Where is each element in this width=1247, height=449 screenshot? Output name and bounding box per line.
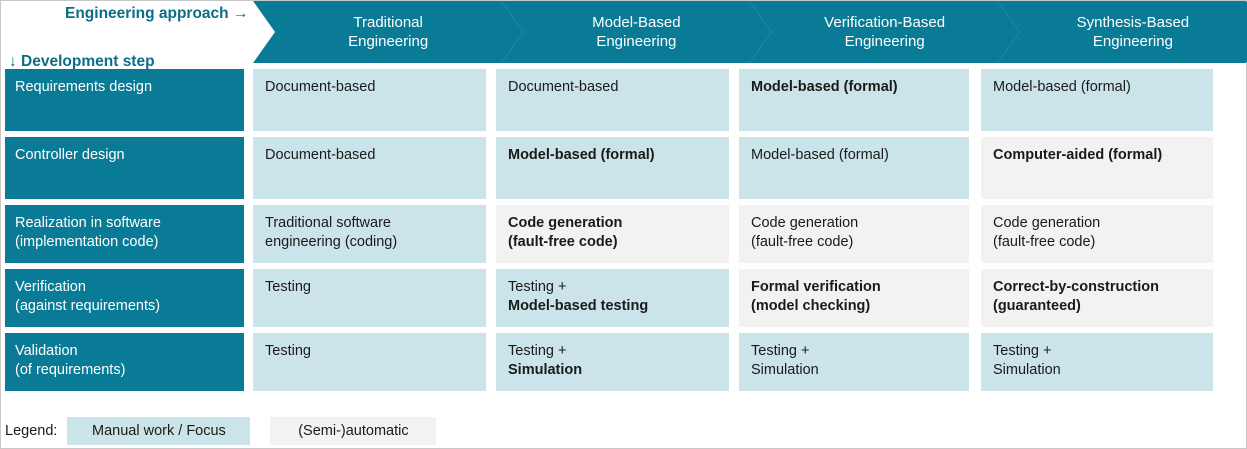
matrix-row: Verification (against requirements) Testin… xyxy=(1,269,1246,327)
matrix-cell: Testing + Simulation xyxy=(739,333,969,391)
matrix-cell-line1: Testing + xyxy=(508,343,567,359)
development-step-label-line1: Requirements design xyxy=(15,79,153,95)
matrix-cell-line2: engineering (coding) xyxy=(265,234,398,251)
matrix-row: Requirements design Document-based Documen… xyxy=(1,69,1246,131)
matrix-cell: Traditional software engineering (coding) xyxy=(253,205,486,263)
development-step-label: Verification (against requirements) xyxy=(5,269,244,327)
matrix-cell-line1: Computer-aided (formal) xyxy=(993,147,1163,163)
matrix-cell: Model-based (formal) xyxy=(496,137,729,199)
development-step-label-line2: (against requirements) xyxy=(15,297,161,314)
matrix-header: Engineering approach → ↓ Development ste… xyxy=(1,1,1246,70)
matrix-cell-line1: Testing xyxy=(265,343,311,359)
matrix-cell-line2: (fault-free code) xyxy=(993,234,1096,251)
engineering-approach-axis-label: Engineering approach → xyxy=(65,5,249,22)
matrix-cell-line2: Simulation xyxy=(751,362,819,379)
development-step-label-line1: Verification xyxy=(15,279,86,295)
matrix-cell: Code generation (fault-free code) xyxy=(496,205,729,263)
matrix-row: Validation (of requirements) Testing Testin… xyxy=(1,333,1246,391)
matrix-cell-line1: Model-based (formal) xyxy=(993,79,1131,95)
development-step-label: Requirements design xyxy=(5,69,244,131)
matrix-cell: Document-based xyxy=(253,69,486,131)
development-step-label: Realization in software (implementation c… xyxy=(5,205,244,263)
matrix-cell-line1: Correct-by-construction xyxy=(993,279,1159,295)
matrix-cell: Model-based (formal) xyxy=(739,137,969,199)
matrix-cell-line1: Formal verification xyxy=(751,279,881,295)
legend-swatch-manual: Manual work / Focus xyxy=(67,417,251,445)
matrix-row: Controller design Document-based Model-bas… xyxy=(1,137,1246,199)
matrix-cell-line1: Code generation xyxy=(508,215,623,231)
matrix-cell-line1: Code generation xyxy=(751,215,859,231)
development-step-label: Validation (of requirements) xyxy=(5,333,244,391)
matrix-cell-line2: (fault-free code) xyxy=(508,234,618,251)
matrix-cell-line1: Testing + xyxy=(993,343,1052,359)
development-step-label: Controller design xyxy=(5,137,244,199)
matrix-cell: Testing + Model-based testing xyxy=(496,269,729,327)
matrix-cell-line1: Document-based xyxy=(265,147,376,163)
matrix-cell-line2: (fault-free code) xyxy=(751,234,854,251)
development-step-label-line2: (implementation code) xyxy=(15,233,159,250)
matrix-cell-line2: (guaranteed) xyxy=(993,298,1081,315)
approach-arrow-title-line1: Verification-Based xyxy=(824,13,946,31)
approach-arrow-title-line2: Engineering xyxy=(596,33,677,50)
matrix-cell-line2: Simulation xyxy=(993,362,1061,379)
approach-arrow-title-line1: Synthesis-Based xyxy=(1076,13,1190,31)
matrix-cell: Computer-aided (formal) xyxy=(981,137,1213,199)
matrix-cell: Testing + Simulation xyxy=(496,333,729,391)
matrix-cell-line1: Testing xyxy=(265,279,311,295)
matrix-cell-line2: Model-based testing xyxy=(508,298,649,315)
matrix-cell-line2: (model checking) xyxy=(751,298,871,315)
development-step-label-line1: Validation xyxy=(15,343,78,359)
approach-arrow-title-line2: Engineering xyxy=(844,33,925,50)
matrix-cell: Correct-by-construction (guaranteed) xyxy=(981,269,1213,327)
development-step-axis-label: ↓ Development step xyxy=(9,53,155,70)
matrix-cell: Formal verification (model checking) xyxy=(739,269,969,327)
matrix-cell: Document-based xyxy=(253,137,486,199)
matrix-cell: Testing xyxy=(253,269,486,327)
matrix-cell: Testing xyxy=(253,333,486,391)
matrix-cell-line1: Testing + xyxy=(508,279,567,295)
approach-arrow-title-line2: Engineering xyxy=(1092,33,1173,50)
matrix-cell-line1: Model-based (formal) xyxy=(508,147,655,163)
matrix-cell-line1: Document-based xyxy=(265,79,376,95)
legend-swatch-automatic: (Semi-)automatic xyxy=(270,417,437,445)
legend: Legend: Manual work / Focus (Semi-)autom… xyxy=(5,417,437,445)
legend-title: Legend: xyxy=(5,423,58,439)
development-step-label-line1: Realization in software xyxy=(15,215,161,231)
matrix-cell-line2: Simulation xyxy=(508,362,583,379)
matrix-cell: Model-based (formal) xyxy=(739,69,969,131)
matrix-cell: Code generation (fault-free code) xyxy=(739,205,969,263)
matrix-cell: Document-based xyxy=(496,69,729,131)
matrix-row: Realization in software (implementation c… xyxy=(1,205,1246,263)
development-step-label-line2: (of requirements) xyxy=(15,361,126,378)
approach-arrow-title-line1: Model-Based xyxy=(592,13,681,31)
matrix-cell-line1: Document-based xyxy=(508,79,619,95)
matrix-cell: Model-based (formal) xyxy=(981,69,1213,131)
matrix-cell: Code generation (fault-free code) xyxy=(981,205,1213,263)
approach-arrow-title-line1: Traditional xyxy=(353,13,423,31)
matrix-cell-line1: Code generation xyxy=(993,215,1101,231)
matrix-cell-line1: Testing + xyxy=(751,343,810,359)
matrix-cell: Testing + Simulation xyxy=(981,333,1213,391)
development-step-label-line1: Controller design xyxy=(15,147,125,163)
matrix-cell-line1: Traditional software xyxy=(265,215,391,231)
matrix-cell-line1: Model-based (formal) xyxy=(751,79,898,95)
matrix-cell-line1: Model-based (formal) xyxy=(751,147,889,163)
approach-arrow-title-line2: Engineering xyxy=(348,33,429,50)
